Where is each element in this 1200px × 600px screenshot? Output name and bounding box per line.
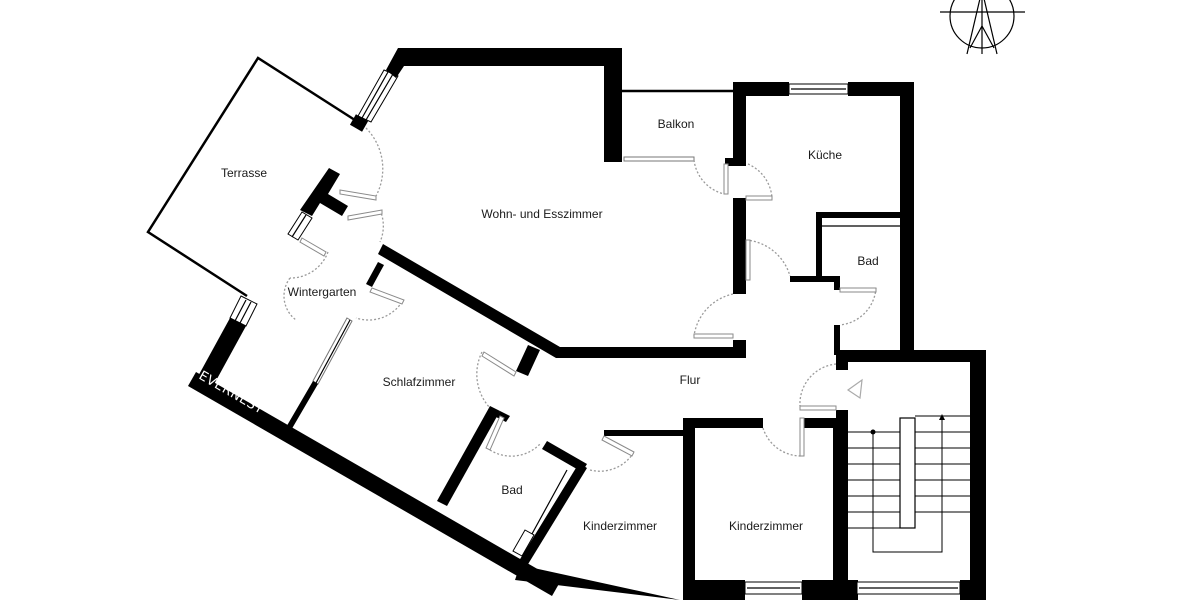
door-swings — [283, 127, 877, 472]
room-label-flur: Flur — [680, 373, 701, 387]
wall-center — [437, 345, 684, 574]
room-label-bad-1: Bad — [857, 254, 878, 268]
room-label-kueche: Küche — [808, 148, 842, 162]
north-arrow-icon — [940, 0, 1025, 55]
wall-left-evernest — [188, 295, 680, 600]
wall-living-bottom — [378, 244, 746, 358]
wall-kinderzimmer — [683, 418, 858, 600]
balkon-outline — [622, 89, 735, 162]
wall-bad-kitchen — [790, 212, 902, 355]
wall-living-top — [386, 48, 622, 162]
room-label-balkon: Balkon — [658, 117, 695, 131]
staircase — [836, 350, 986, 600]
room-label-kinderzimmer-1: Kinderzimmer — [583, 519, 657, 533]
terrasse-outline — [146, 56, 359, 298]
wall-wintergarten — [287, 168, 384, 287]
window-schlafzimmer — [285, 317, 353, 432]
window-terrasse-top — [349, 69, 399, 132]
room-label-bad-2: Bad — [501, 483, 522, 497]
room-label-terrasse: Terrasse — [221, 166, 267, 180]
room-label-wohn-esszimmer: Wohn- und Esszimmer — [481, 207, 602, 221]
room-label-wintergarten: Wintergarten — [288, 285, 357, 299]
room-label-kinderzimmer-2: Kinderzimmer — [729, 519, 803, 533]
room-label-schlafzimmer: Schlafzimmer — [383, 375, 456, 389]
